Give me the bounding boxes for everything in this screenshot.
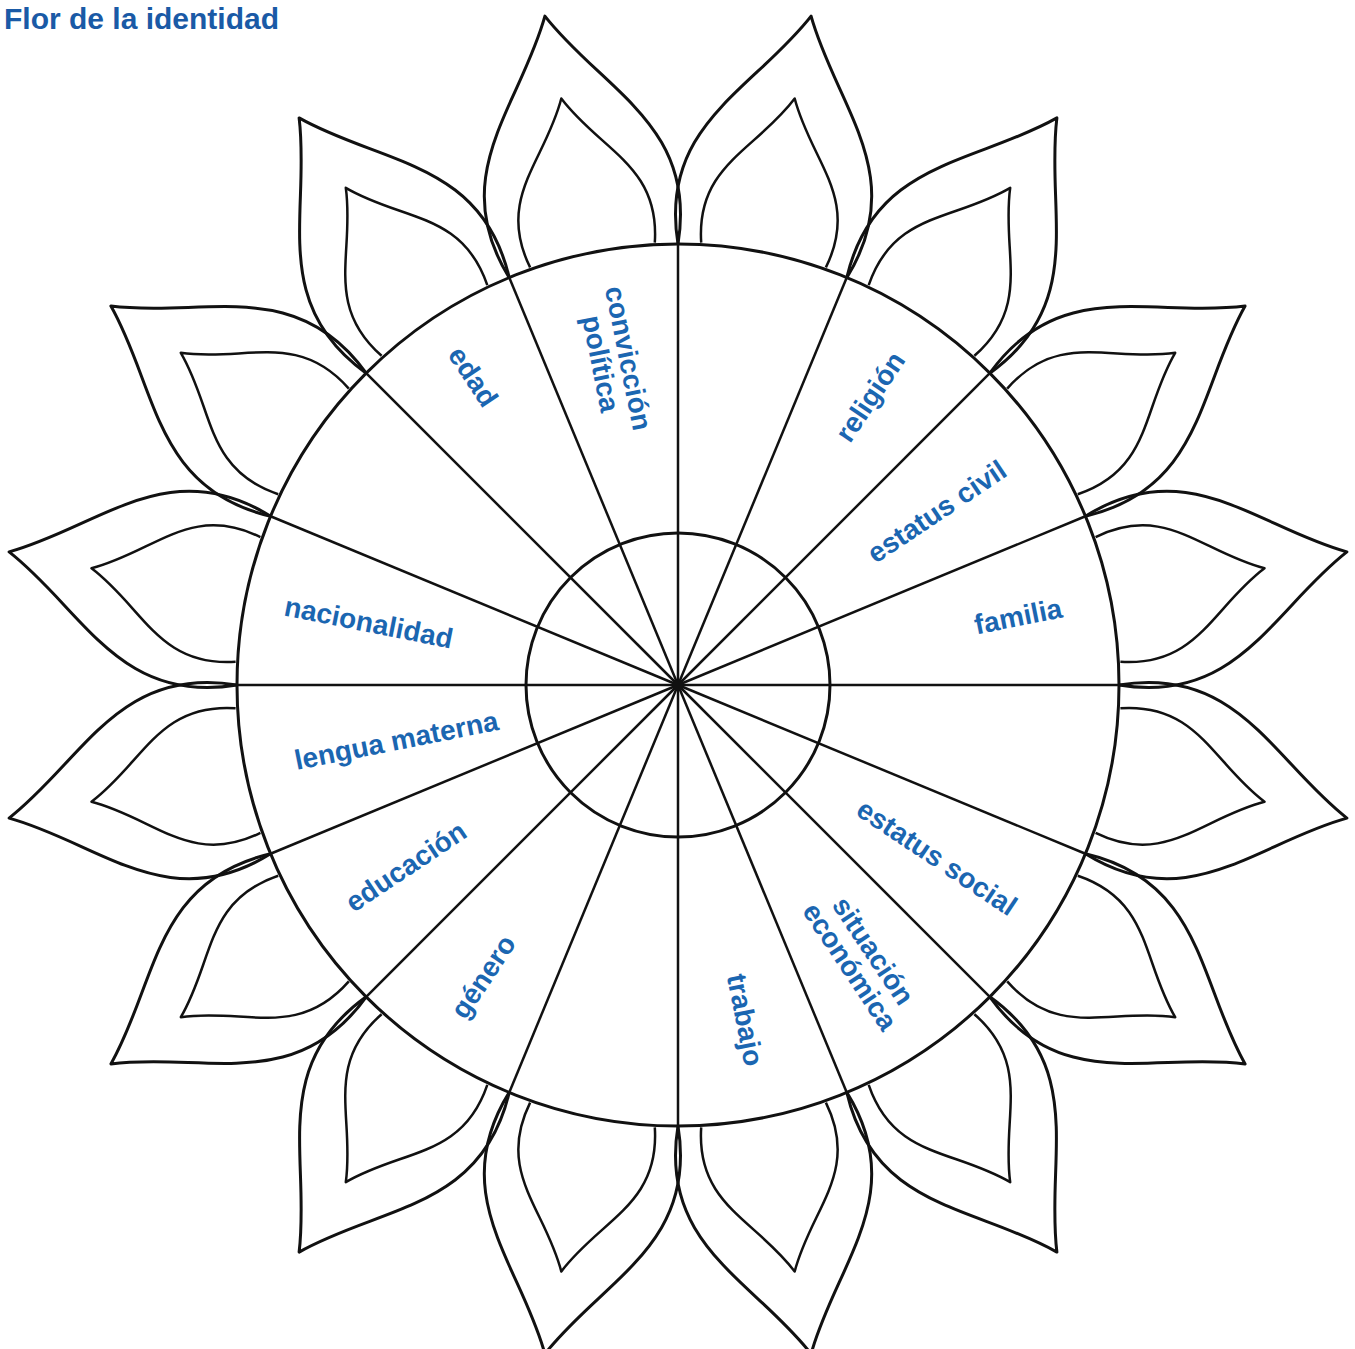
inner-circle xyxy=(526,533,830,837)
petal-outline xyxy=(9,682,271,878)
segment-label: educación xyxy=(341,817,472,917)
segment-label: trabajo xyxy=(722,972,768,1069)
spoke-line xyxy=(271,516,678,685)
petal-inner-line xyxy=(1096,708,1265,845)
petal-outline xyxy=(484,16,680,278)
petal-outline xyxy=(1085,491,1347,687)
segment-label: edad xyxy=(443,342,503,412)
spoke-line xyxy=(678,278,847,685)
segment-label: religión xyxy=(831,347,910,447)
spoke-line xyxy=(509,278,678,685)
petal-inner-line xyxy=(518,99,655,268)
segment-label: nacionalidad xyxy=(282,593,455,654)
petal-inner-line xyxy=(701,99,838,268)
spoke-line xyxy=(237,684,678,687)
petal-outline xyxy=(484,1092,680,1349)
petal-inner-line xyxy=(92,708,261,845)
spoke-line xyxy=(271,685,678,854)
segment-label: situación económica xyxy=(798,883,926,1036)
spoke-line xyxy=(678,685,847,1092)
petal-inner-line xyxy=(518,1103,655,1272)
spoke-line xyxy=(677,244,680,685)
outer-circle xyxy=(237,244,1119,1126)
segment-label: estatus civil xyxy=(863,456,1012,568)
spoke-line xyxy=(509,685,678,1092)
petal-outline xyxy=(675,1092,871,1349)
petal-inner-line xyxy=(701,1103,838,1272)
segment-label: familia xyxy=(972,595,1064,640)
segment-label: convicción política xyxy=(572,284,655,438)
segment-label: lengua materna xyxy=(292,707,500,775)
spoke-line xyxy=(678,684,1119,687)
petal-outline xyxy=(1085,682,1347,878)
petal-inner-line xyxy=(92,525,261,662)
petal-inner-line xyxy=(1096,525,1265,662)
petals xyxy=(9,16,1347,1349)
petal-outline xyxy=(9,491,271,687)
spoke-line xyxy=(678,373,990,685)
segment-label: estatus social xyxy=(852,795,1022,921)
center-dot xyxy=(672,679,684,691)
diagram-title: Flor de la identidad xyxy=(4,2,279,36)
petal-outline xyxy=(675,16,871,278)
spokes xyxy=(237,244,1119,1126)
spoke-line xyxy=(677,685,680,1126)
segment-label: género xyxy=(446,930,521,1023)
